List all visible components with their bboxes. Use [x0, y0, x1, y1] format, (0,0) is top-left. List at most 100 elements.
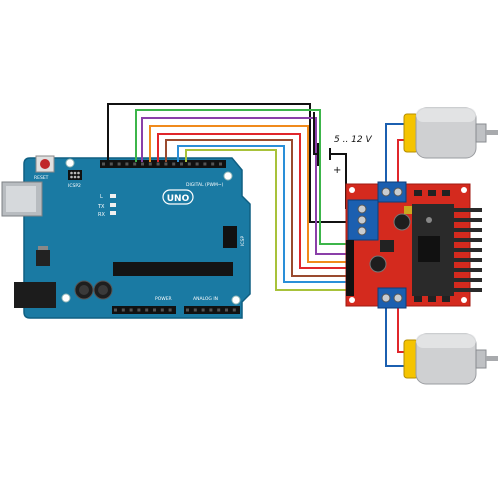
wire-blue [177, 145, 350, 283]
led-tx-label: TX [97, 204, 105, 210]
wire-motor-b-1 [385, 300, 410, 367]
icsp-label: ICSP [240, 236, 246, 246]
header-pin-hole [211, 162, 215, 166]
diode [414, 296, 422, 302]
header-pin-hole [225, 308, 228, 312]
header-pin-hole [180, 162, 183, 166]
power-label: POWER [155, 296, 172, 302]
mount-hole [65, 158, 75, 168]
heatsink-fin [454, 208, 482, 212]
header-pin-hole [219, 162, 222, 166]
header-pin-hole [145, 308, 149, 312]
wire-supply-minus [313, 112, 318, 155]
header-pin-hole [193, 308, 197, 312]
header-pin-hole [137, 308, 141, 312]
reset-label: RESET [34, 175, 49, 181]
header-pin-hole [133, 162, 137, 166]
mount-hole [231, 295, 241, 305]
header-pin-hole [109, 162, 113, 166]
heatsink-fin [454, 268, 482, 272]
wire-orange [149, 125, 350, 263]
driver-mount-hole [461, 187, 467, 193]
header-pin-hole [203, 162, 207, 166]
icsp2-label: ICSP2 [68, 183, 81, 189]
header-pin-hole [129, 308, 133, 312]
supply-voltage-label: 5 .. 12 V [334, 135, 372, 145]
battery-symbol: 5 .. 12 V + [317, 135, 372, 176]
header-pin-hole [195, 162, 199, 166]
heatsink-fin [454, 218, 482, 222]
power-header [112, 306, 176, 314]
heatsink [412, 204, 482, 296]
header-pin-hole [141, 162, 144, 166]
l298n-motor-driver [345, 181, 482, 309]
capacitor-top [79, 285, 89, 295]
dc-jack [14, 282, 56, 308]
wire-purple [141, 117, 350, 255]
mount-hole [223, 171, 233, 181]
digital-label: DIGITAL (PWM~) [186, 182, 224, 188]
header-pin-hole [125, 162, 129, 166]
diode [428, 190, 436, 196]
header-pin-hole [102, 162, 105, 166]
motor-a-bearing [475, 123, 487, 143]
analog-header [184, 306, 240, 314]
header-pin-hole [186, 308, 189, 312]
terminal-motor-b [377, 287, 407, 309]
supply-plus-label: + [333, 165, 341, 176]
terminal-motor-a [377, 181, 407, 203]
driver-mount-hole [349, 187, 355, 193]
motor-b-shaft [486, 356, 498, 361]
diode [428, 296, 436, 302]
header-pin-hole [168, 308, 172, 312]
led-rx-label: RX [98, 212, 105, 218]
arduino-uno-board: RESET ICSP2 AREF GND 13 12 ~11 ~10 ~9 8 … [1, 155, 251, 319]
uno-logo: UNO [162, 189, 194, 205]
driver-mount-hole [349, 297, 355, 303]
reset-button-cap [40, 159, 50, 169]
header-pin-hole [156, 162, 160, 166]
header-pin-hole [232, 308, 236, 312]
usb-connector-inner [6, 186, 36, 212]
voltage-regulator [36, 250, 50, 266]
wire-yellow [185, 149, 350, 291]
led-l [110, 194, 116, 198]
mount-hole [61, 293, 71, 303]
wire-motor-a-1 [385, 123, 410, 186]
wires [107, 103, 410, 367]
wire-green [135, 109, 350, 245]
atmega-chip [113, 262, 233, 276]
heatsink-fin [454, 248, 482, 252]
motor-b-bearing [475, 349, 487, 369]
header-pin-hole [160, 308, 164, 312]
driver-capacitor [369, 255, 387, 273]
wire-red [157, 133, 350, 269]
header-pin-hole [117, 162, 121, 166]
icsp2-header [68, 170, 82, 180]
regulator-tab [38, 246, 48, 250]
heatsink-fin [454, 288, 482, 292]
header-pin-hole [217, 308, 221, 312]
header-pin-hole [209, 308, 213, 312]
icsp-header [223, 226, 237, 248]
analog-label: ANALOG IN [193, 296, 218, 302]
board-pcb [23, 157, 251, 319]
led-tx [110, 203, 116, 207]
header-pin-hole [114, 308, 117, 312]
header-pin-hole [153, 308, 156, 312]
driver-mount-hole [461, 297, 467, 303]
driver-regulator [380, 240, 394, 252]
driver-capacitor [393, 213, 411, 231]
led-rx [110, 211, 116, 215]
diode [442, 190, 450, 196]
header-pin-hole [148, 162, 152, 166]
heatsink-fin [454, 228, 482, 232]
digital-header [100, 160, 226, 168]
diode [442, 296, 450, 302]
header-pin-hole [201, 308, 205, 312]
uno-logo-text: UNO [167, 194, 190, 204]
dc-motor-b [403, 333, 498, 385]
header-pin-hole [121, 308, 125, 312]
header-pin-hole [172, 162, 176, 166]
